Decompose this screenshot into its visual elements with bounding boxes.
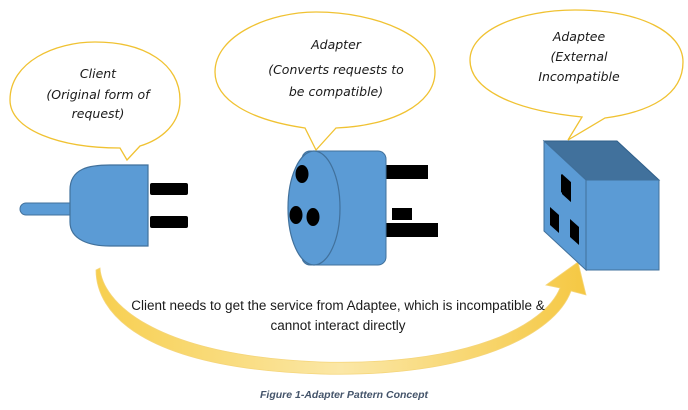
curved-arrow: [95, 261, 587, 375]
figure-caption: Figure 1-Adapter Pattern Concept: [259, 389, 429, 401]
adaptee-desc-line1: (External: [550, 49, 608, 64]
adapter-desc-line2: be compatible): [288, 84, 384, 99]
client-desc-line2: request): [71, 105, 125, 121]
client-speech-bubble: [9, 41, 181, 162]
adaptee-socket-box-icon: [542, 139, 661, 272]
adaptee-title: Adaptee: [552, 29, 606, 44]
client-desc-line1: (Original form of: [46, 86, 150, 102]
adapter-label: Adapter (Converts requests to be compati…: [246, 33, 426, 102]
adapter-speech-bubble: [214, 11, 436, 152]
client-label: Client (Original form of request): [34, 62, 162, 123]
adapter-title: Adapter: [311, 37, 361, 52]
adaptee-speech-bubble: [469, 9, 684, 141]
client-plug-icon: [19, 164, 188, 247]
adapter-device-icon: [287, 150, 438, 266]
adaptee-desc-line2: Incompatible: [538, 69, 620, 84]
adapter-desc-line1: (Converts requests to: [268, 61, 404, 77]
description-line1: Client needs to get the service from Ada…: [131, 298, 545, 313]
description-line2: cannot interact directly: [270, 317, 406, 333]
client-title: Client: [79, 66, 117, 81]
diagram-description: Client needs to get the service from Ada…: [118, 296, 558, 335]
adaptee-label: Adaptee (External Incompatible: [520, 27, 638, 87]
